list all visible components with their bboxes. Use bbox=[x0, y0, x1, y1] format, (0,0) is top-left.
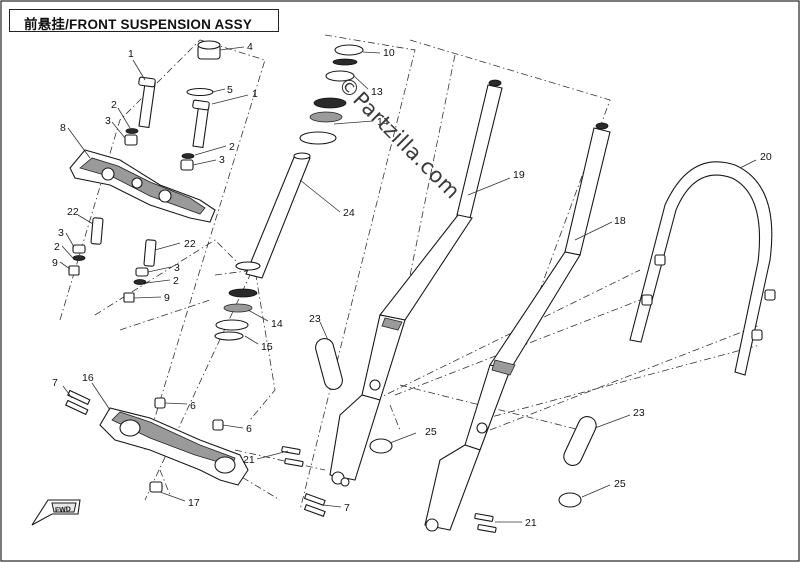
ring-25b bbox=[558, 492, 582, 508]
bolts-7-right bbox=[303, 492, 326, 517]
washer-2d bbox=[133, 279, 147, 285]
callout-19: 19 bbox=[513, 169, 525, 181]
pinch-bolt-1b bbox=[192, 99, 210, 149]
callout-22b: 22 bbox=[184, 238, 196, 250]
callout-25a: 25 bbox=[425, 426, 437, 438]
sleeve-22a bbox=[90, 217, 104, 245]
sleeve-22b bbox=[143, 239, 157, 267]
callout-leaders bbox=[59, 46, 757, 523]
callout-labels: 1 1 4 5 2 3 2 3 8 22 22 3 2 9 3 2 9 10 1… bbox=[52, 41, 772, 529]
fwd-direction-arrow bbox=[31, 499, 81, 526]
callout-15: 15 bbox=[261, 341, 273, 353]
washer-9b bbox=[123, 292, 135, 303]
callout-3b: 3 bbox=[219, 154, 225, 166]
reflector-23b bbox=[563, 416, 597, 466]
washer-2a bbox=[125, 128, 139, 134]
title-box bbox=[9, 9, 279, 32]
callout-22a: 22 bbox=[67, 206, 79, 218]
ring-25a bbox=[369, 438, 393, 454]
callout-24: 24 bbox=[343, 207, 355, 219]
callout-8: 8 bbox=[60, 122, 66, 134]
guard-tube-20 bbox=[629, 161, 776, 376]
fork-leg-19 bbox=[329, 79, 503, 487]
washer-5 bbox=[186, 87, 214, 97]
nut-3c bbox=[72, 244, 86, 254]
callout-4: 4 bbox=[247, 41, 253, 53]
callout-18: 18 bbox=[614, 215, 626, 227]
callout-14b: 14 bbox=[271, 318, 283, 330]
callout-1a: 1 bbox=[128, 48, 134, 60]
reflector-23a bbox=[315, 338, 343, 390]
callout-9a: 9 bbox=[52, 257, 58, 269]
pinch-bolt-1a bbox=[138, 76, 156, 129]
callout-21b: 21 bbox=[525, 517, 537, 529]
callout-14a: 14 bbox=[377, 116, 389, 128]
callout-3d: 3 bbox=[174, 262, 180, 274]
callout-9b: 9 bbox=[164, 292, 170, 304]
stem-nut-4 bbox=[197, 40, 221, 60]
washer-9a bbox=[68, 265, 80, 276]
callout-2a: 2 bbox=[111, 99, 117, 111]
callout-1b: 1 bbox=[252, 88, 258, 100]
callout-10: 10 bbox=[383, 47, 395, 59]
callout-6a: 6 bbox=[190, 400, 196, 412]
callout-25b: 25 bbox=[614, 478, 626, 490]
washer-2b bbox=[181, 153, 195, 159]
callout-2c: 2 bbox=[54, 241, 60, 253]
fork-leg-18 bbox=[424, 122, 611, 532]
callout-23b: 23 bbox=[633, 407, 645, 419]
callout-13: 13 bbox=[371, 86, 383, 98]
fwd-label: FWD bbox=[55, 506, 72, 514]
callout-17: 17 bbox=[188, 497, 200, 509]
callout-3a: 3 bbox=[105, 115, 111, 127]
nut-3a bbox=[124, 134, 138, 146]
assembly-guide-lines bbox=[59, 34, 761, 511]
callout-23a: 23 bbox=[309, 313, 321, 325]
bolts-21-left bbox=[281, 446, 304, 467]
callout-2d: 2 bbox=[173, 275, 179, 287]
diagram-title: 前悬挂/FRONT SUSPENSION ASSY bbox=[24, 17, 253, 32]
callout-20: 20 bbox=[760, 151, 772, 163]
bolts-21-right bbox=[474, 513, 497, 533]
callout-6b: 6 bbox=[246, 423, 252, 435]
callout-5: 5 bbox=[227, 84, 233, 96]
callout-7b: 7 bbox=[344, 502, 350, 514]
callout-7a: 7 bbox=[52, 377, 58, 389]
callout-16: 16 bbox=[82, 372, 94, 384]
nut-3d bbox=[135, 267, 149, 277]
callout-3c: 3 bbox=[58, 227, 64, 239]
callout-21a: 21 bbox=[243, 454, 255, 466]
bolts-7-left bbox=[65, 389, 91, 416]
washer-2c bbox=[72, 255, 86, 261]
lower-triple-clamp bbox=[99, 397, 249, 493]
nut-3b bbox=[180, 159, 194, 171]
callout-2b: 2 bbox=[229, 141, 235, 153]
upper-triple-clamp bbox=[69, 149, 216, 223]
